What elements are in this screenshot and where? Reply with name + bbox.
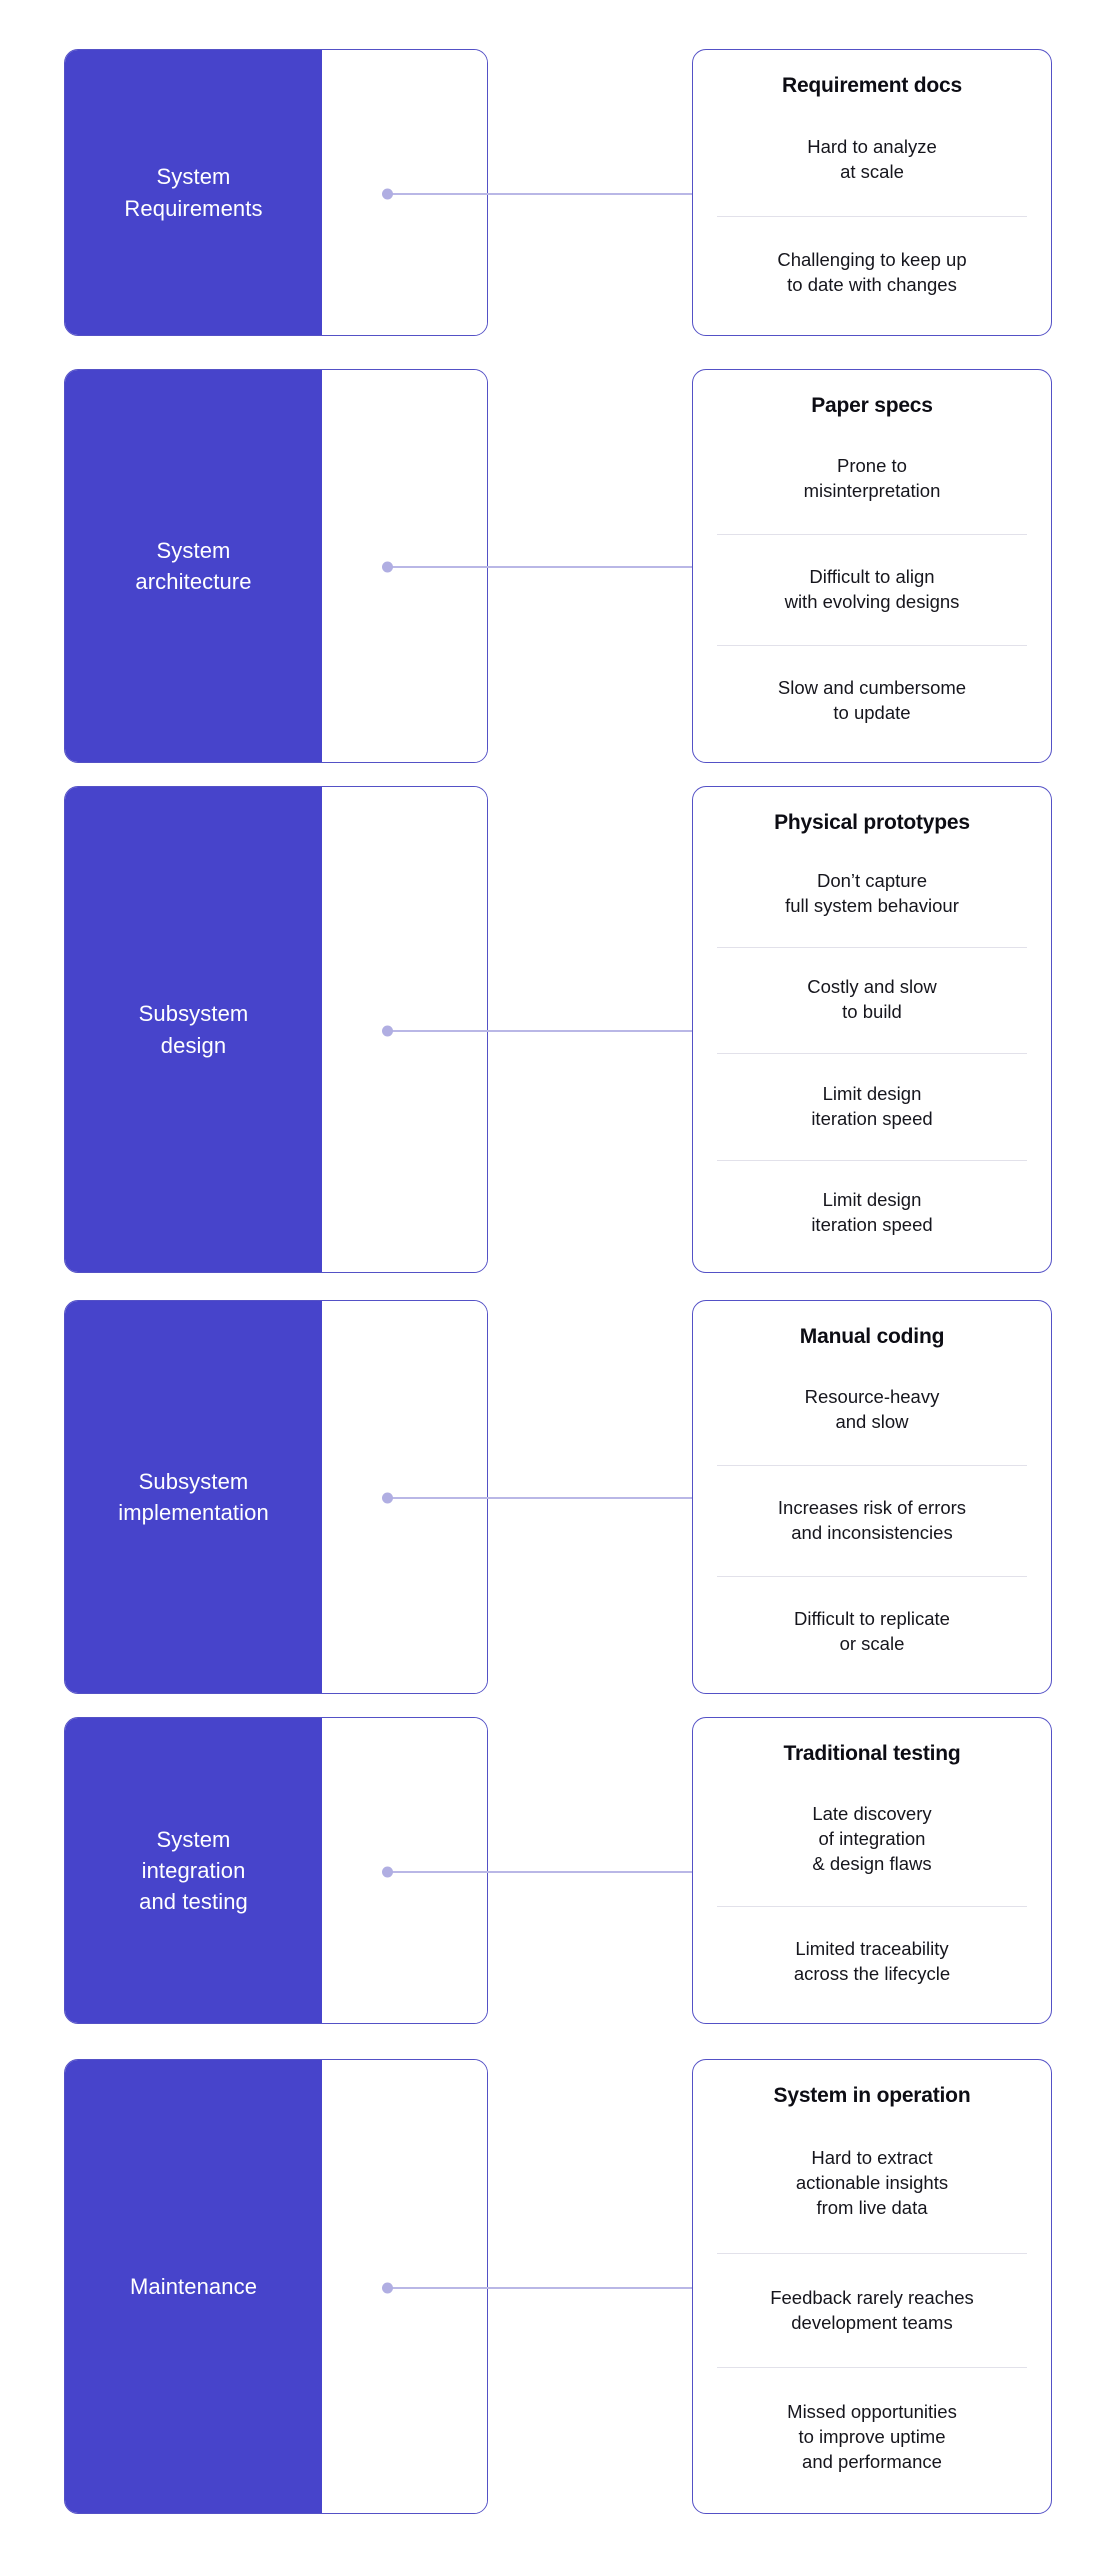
issue-item: Limit design iteration speed <box>717 1053 1027 1160</box>
issue-item: Costly and slow to build <box>717 946 1027 1054</box>
lifecycle-row: System integration and testing Traditiona… <box>0 1717 1116 2024</box>
connector-dot <box>382 2282 393 2294</box>
stage-card-5[interactable]: System integration and testing <box>64 1717 488 2024</box>
connector-line <box>388 193 694 195</box>
issues-title: Physical prototypes <box>774 811 970 834</box>
stage-blank-panel <box>322 787 487 1272</box>
connector-dot <box>382 1866 393 1878</box>
stage-card-1[interactable]: System Requirements <box>64 49 488 336</box>
issue-item: Challenging to keep up to date with chan… <box>717 216 1027 329</box>
issues-list: Hard to extract actionable insights from… <box>717 2114 1027 2513</box>
connector-line <box>388 566 694 568</box>
stage-fill: Subsystem implementation <box>65 1301 322 1693</box>
issue-item: Prone to misinterpretation <box>803 455 941 501</box>
stage-blank-panel <box>322 2060 487 2513</box>
stage-fill: System Requirements <box>65 50 322 335</box>
issue-item: Hard to extract actionable insights from… <box>795 2146 949 2218</box>
connector-dot <box>382 561 393 573</box>
connector-dot <box>382 1025 393 1037</box>
issue-item: Slow and cumbersome to update <box>717 645 1027 756</box>
issue-item: Difficult to replicate or scale <box>717 1576 1027 1687</box>
stage-fill: System architecture <box>65 370 322 762</box>
issues-title: Requirement docs <box>781 74 962 97</box>
stage-label: Subsystem design <box>138 1001 249 1058</box>
connector-line <box>388 1871 694 1873</box>
stage-blank-panel <box>322 1718 487 2023</box>
connector-line <box>388 2287 694 2289</box>
issues-title: Manual coding <box>799 1325 945 1348</box>
issues-title: Traditional testing <box>783 1742 961 1765</box>
issue-item: Late discovery of integration & design f… <box>812 1802 932 1874</box>
issue-item: Limit design iteration speed <box>717 1159 1027 1267</box>
stage-label: System integration and testing <box>139 1826 248 1915</box>
stage-fill: Subsystem design <box>65 787 322 1272</box>
stage-label: Maintenance <box>129 2273 258 2299</box>
connector-dot <box>382 1492 393 1504</box>
stage-label: System architecture <box>135 537 252 594</box>
stage-fill: System integration and testing <box>65 1718 322 2023</box>
stage-card-3[interactable]: Subsystem design <box>64 786 488 1273</box>
connector-line <box>388 1497 694 1499</box>
issues-title: Paper specs <box>811 394 933 417</box>
issue-item: Hard to analyze at scale <box>807 136 937 182</box>
issue-item: Missed opportunities to improve uptime a… <box>717 2367 1027 2507</box>
stage-card-2[interactable]: System architecture <box>64 369 488 763</box>
stage-blank-panel <box>322 50 487 335</box>
stage-fill: Maintenance <box>65 2060 322 2513</box>
issue-item: Resource-heavy and slow <box>804 1386 940 1432</box>
connector-dot <box>382 188 393 200</box>
issue-item: Difficult to align with evolving designs <box>717 534 1027 645</box>
issue-item: Limited traceability across the lifecycl… <box>717 1906 1027 2017</box>
issue-item: Feedback rarely reaches development team… <box>717 2252 1027 2368</box>
connector-line <box>388 1030 694 1032</box>
issues-list: Late discovery of integration & design f… <box>717 1772 1027 2023</box>
stage-label: Subsystem implementation <box>118 1468 269 1525</box>
stage-card-6[interactable]: Maintenance <box>64 2059 488 2514</box>
stage-label: System Requirements <box>124 164 263 221</box>
issue-item: Don’t capture full system behaviour <box>785 869 959 916</box>
issue-item: Increases risk of errors and inconsisten… <box>717 1465 1027 1576</box>
issues-title: System in operation <box>773 2084 971 2107</box>
